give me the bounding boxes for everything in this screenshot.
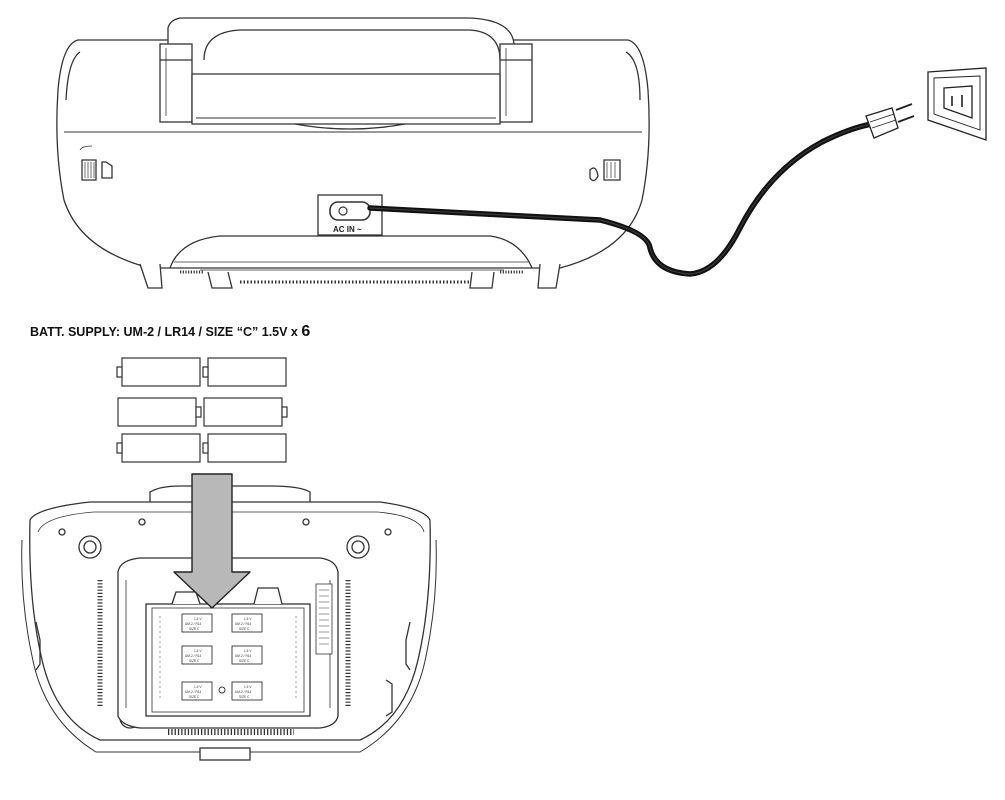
battery-cell bbox=[203, 397, 288, 427]
svg-text:1.5 V: 1.5 V bbox=[194, 685, 202, 689]
svg-text:UM-2 / R14: UM-2 / R14 bbox=[185, 690, 202, 694]
battery-slot: 1.5 V UM-2 / R14 SIZE C bbox=[231, 681, 263, 701]
svg-text:SIZE C: SIZE C bbox=[239, 627, 250, 631]
svg-text:1.5 V: 1.5 V bbox=[244, 649, 252, 653]
battery-slots: 1.5 V UM-2 / R14 SIZE C 1.5 V UM-2 / R14… bbox=[159, 613, 297, 701]
svg-text:1.5 V: 1.5 V bbox=[244, 685, 252, 689]
battery-slot: 1.5 V UM-2 / R14 SIZE C bbox=[181, 613, 213, 633]
svg-text:SIZE C: SIZE C bbox=[189, 659, 200, 663]
boombox-rear-view bbox=[56, 17, 650, 289]
svg-text:UM-2 / R14: UM-2 / R14 bbox=[235, 654, 252, 658]
wall-outlet-icon bbox=[927, 67, 987, 141]
svg-text:UM-2 / R14: UM-2 / R14 bbox=[235, 622, 252, 626]
battery-cell bbox=[202, 357, 287, 387]
svg-text:UM-2 / R14: UM-2 / R14 bbox=[185, 654, 202, 658]
svg-text:SIZE C: SIZE C bbox=[189, 695, 200, 699]
battery-slot: 1.5 V UM-2 / R14 SIZE C bbox=[181, 645, 213, 665]
svg-text:1.5 V: 1.5 V bbox=[194, 617, 202, 621]
battery-count: 6 bbox=[301, 323, 311, 340]
svg-text:SIZE C: SIZE C bbox=[189, 627, 200, 631]
svg-text:UM-2 / R14: UM-2 / R14 bbox=[235, 690, 252, 694]
insert-direction-arrow-icon bbox=[173, 473, 251, 609]
battery-supply-caption: BATT. SUPPLY: UM-2 / LR14 / SIZE “C” 1.5… bbox=[30, 323, 310, 341]
battery-cell bbox=[202, 433, 287, 463]
svg-text:1.5 V: 1.5 V bbox=[194, 649, 202, 653]
battery-slot: 1.5 V UM-2 / R14 SIZE C bbox=[231, 645, 263, 665]
battery-cell bbox=[116, 357, 201, 387]
battery-slot: 1.5 V UM-2 / R14 SIZE C bbox=[231, 613, 263, 633]
svg-text:1.5 V: 1.5 V bbox=[244, 617, 252, 621]
battery-slot: 1.5 V UM-2 / R14 SIZE C bbox=[181, 681, 213, 701]
power-cord bbox=[367, 121, 875, 277]
ac-in-label: AC IN ~ bbox=[333, 225, 362, 234]
battery-group bbox=[116, 357, 288, 463]
power-plug-icon bbox=[865, 103, 915, 139]
svg-text:SIZE C: SIZE C bbox=[239, 695, 250, 699]
boombox-bottom-view bbox=[21, 485, 437, 761]
battery-supply-text: BATT. SUPPLY: UM-2 / LR14 / SIZE “C” 1.5… bbox=[30, 325, 302, 339]
svg-text:UM-2 / R14: UM-2 / R14 bbox=[185, 622, 202, 626]
battery-cell bbox=[117, 397, 202, 427]
svg-text:SIZE C: SIZE C bbox=[239, 659, 250, 663]
battery-cell bbox=[116, 433, 201, 463]
